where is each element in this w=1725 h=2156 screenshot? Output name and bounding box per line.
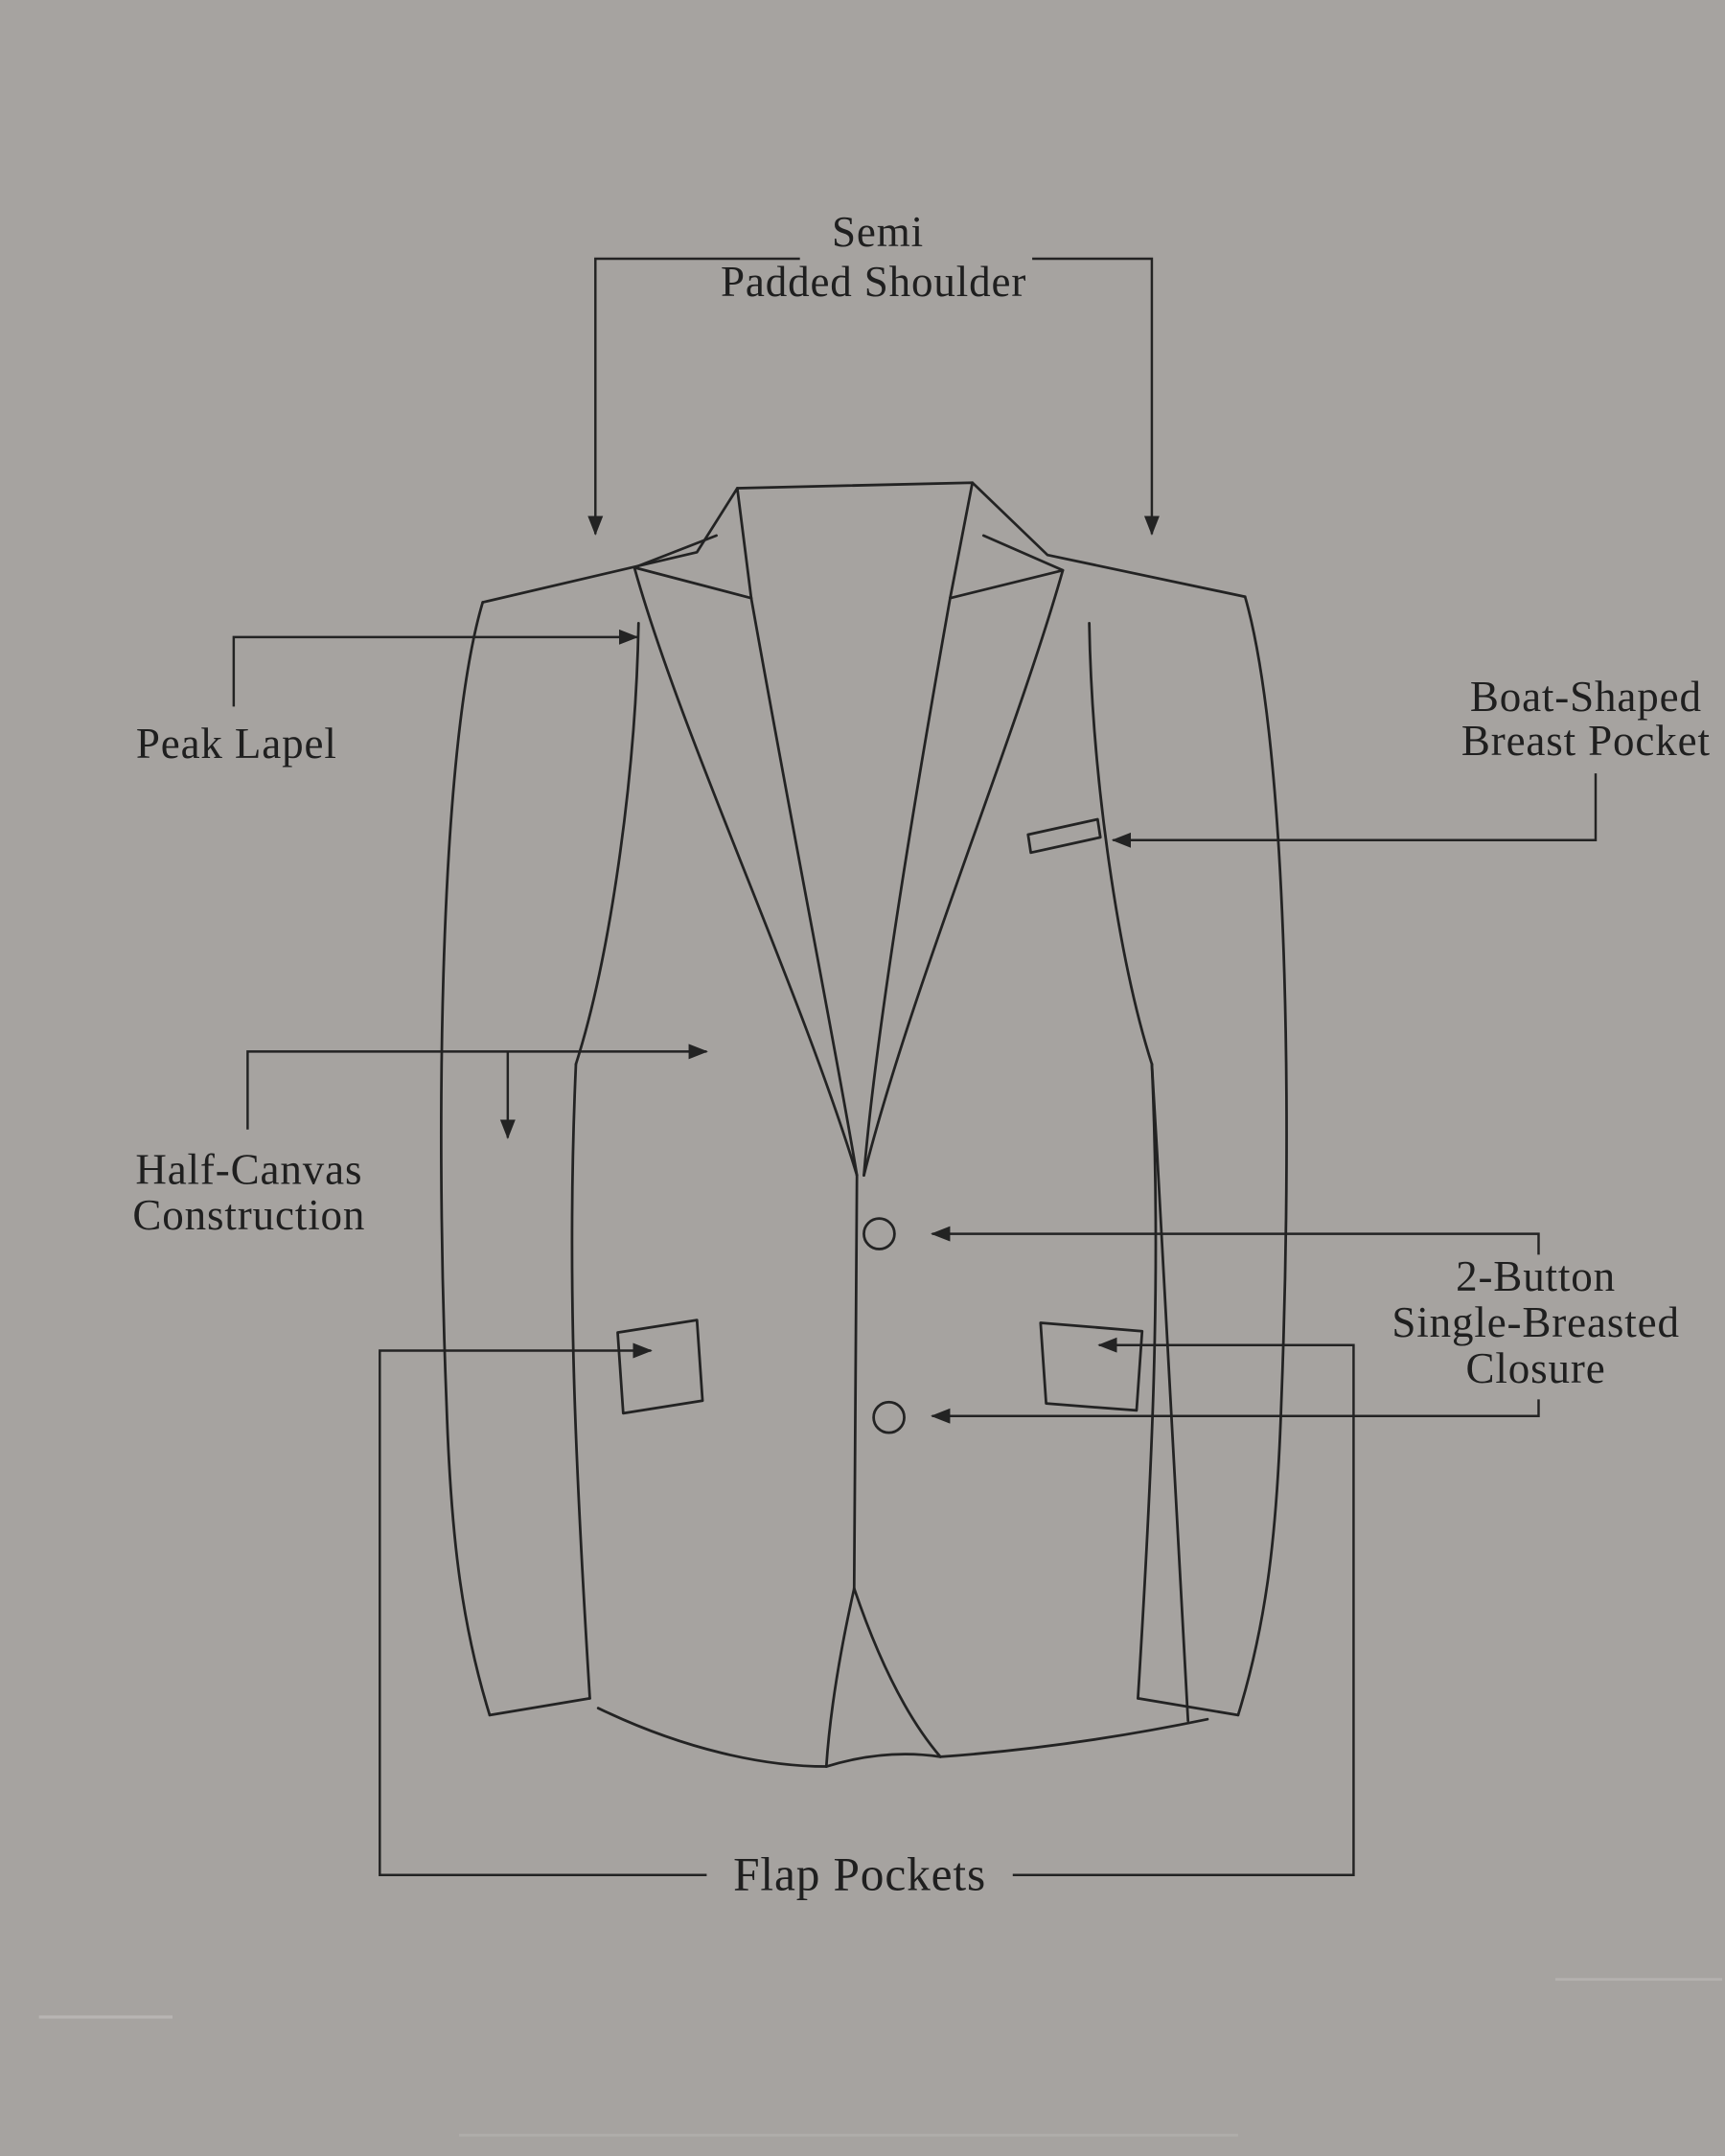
scan-streak [1554,1978,1723,1982]
closure-leader-bottom [931,1399,1540,1424]
hem-gap-curve [824,1753,942,1768]
left-sleeve-inner-edge [570,1063,591,1700]
left-front-hem [596,1707,828,1768]
jacket-right-inner-opening [862,596,952,1177]
left-armhole-seam [574,621,640,1066]
bottom-button [872,1400,906,1434]
jacket-left-lapel-edge [632,565,859,1177]
label-shoulder-line2: Padded Shoulder [721,258,1026,306]
scan-streak [38,2015,173,2019]
left-flap-pocket [616,1319,704,1415]
scan-artifacts [38,1978,1723,2137]
label-breast-pocket-line2: Breast Pocket [1461,717,1711,765]
flap-pockets-leader-left [379,1342,707,1877]
jacket-right-lapel-edge [862,568,1065,1177]
label-closure-line1: 2-Button [1456,1252,1616,1300]
closure-leader-top [931,1226,1540,1255]
label-closure-line3: Closure [1466,1344,1606,1392]
jacket-left-collar-leaf [735,487,753,600]
half-canvas-leader [246,1044,708,1130]
right-sleeve-outer-edge [1236,595,1288,1717]
breast-pocket-leader [1111,773,1598,848]
jacket-left-inner-opening [749,596,859,1177]
left-sleeve-outer-edge [440,601,492,1717]
right-front-edge [852,1587,942,1758]
flap-pockets-leader-right [1012,1337,1355,1877]
shoulder-leader-right [1032,257,1160,536]
right-side-seam [1150,1063,1190,1723]
right-sleeve-inner-edge [1137,1063,1158,1700]
center-front-line [852,1174,859,1591]
top-button [862,1217,896,1250]
shoulder-leader-left [587,257,800,536]
jacket-drawing [440,481,1288,1768]
annotation-lines [232,257,1598,1877]
right-front-hem [938,1717,1209,1758]
jacket-right-collar-leaf [949,481,975,600]
peak-lapel-leader [232,629,639,707]
left-sleeve-cuff [488,1697,591,1717]
label-half-canvas-line2: Construction [132,1191,365,1239]
left-front-edge [824,1587,856,1768]
label-flap-pockets: Flap Pockets [733,1848,986,1901]
label-closure-line2: Single-Breasted [1392,1298,1680,1346]
label-half-canvas-line1: Half-Canvas [135,1145,362,1193]
label-shoulder-line1: Semi [832,208,924,256]
right-armhole-seam [1088,621,1154,1066]
right-flap-pocket [1039,1321,1144,1412]
jacket-shoulders-and-collar [481,481,1247,604]
scan-streak [459,2133,1238,2137]
breast-pocket [1026,817,1102,855]
label-breast-pocket-line1: Boat-Shaped [1470,673,1702,721]
label-peak-lapel: Peak Lapel [136,720,337,768]
annotation-labels: Semi Padded Shoulder Peak Lapel Boat-Sha… [132,208,1710,1901]
